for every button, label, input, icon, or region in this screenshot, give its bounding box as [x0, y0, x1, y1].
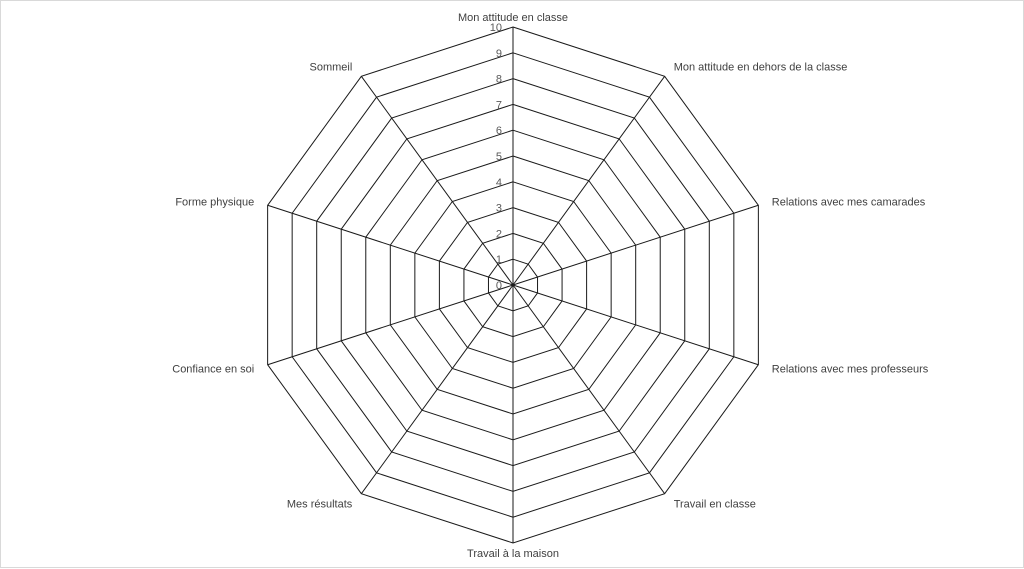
- grid-spoke-4: [512, 284, 666, 495]
- tick-label-2: 2: [496, 228, 502, 240]
- grid-spoke-2: [512, 204, 759, 286]
- grid-spoke-8: [267, 204, 514, 286]
- grid-spoke-1: [512, 75, 666, 286]
- category-label-5: Travail à la maison: [467, 548, 559, 560]
- grid-spoke-7: [267, 284, 514, 366]
- grid-spoke-6: [360, 284, 514, 495]
- tick-label-9: 9: [496, 48, 502, 60]
- category-label-7: Confiance en soi: [172, 363, 254, 375]
- grid-spoke-9: [360, 75, 514, 286]
- tick-label-6: 6: [496, 125, 502, 137]
- grid-spoke-3: [512, 284, 759, 366]
- tick-label-1: 1: [496, 254, 502, 266]
- tick-label-5: 5: [496, 151, 502, 163]
- tick-label-0: 0: [496, 280, 502, 292]
- tick-label-8: 8: [496, 74, 502, 86]
- tick-label-7: 7: [496, 99, 502, 111]
- category-label-3: Relations avec mes professeurs: [772, 363, 929, 375]
- category-label-1: Mon attitude en dehors de la classe: [674, 62, 848, 74]
- tick-label-4: 4: [496, 177, 502, 189]
- grid-spokes: [267, 27, 759, 543]
- category-label-8: Forme physique: [175, 197, 254, 209]
- category-label-6: Mes résultats: [287, 498, 353, 510]
- tick-labels: 0 1 2 3 4 5 6 7 8 9 10: [490, 22, 502, 292]
- tick-label-3: 3: [496, 203, 502, 215]
- category-label-2: Relations avec mes camarades: [772, 197, 926, 209]
- category-label-9: Sommeil: [310, 62, 353, 74]
- tick-label-10: 10: [490, 22, 502, 34]
- category-label-4: Travail en classe: [674, 498, 756, 510]
- category-label-0: Mon attitude en classe: [458, 12, 568, 24]
